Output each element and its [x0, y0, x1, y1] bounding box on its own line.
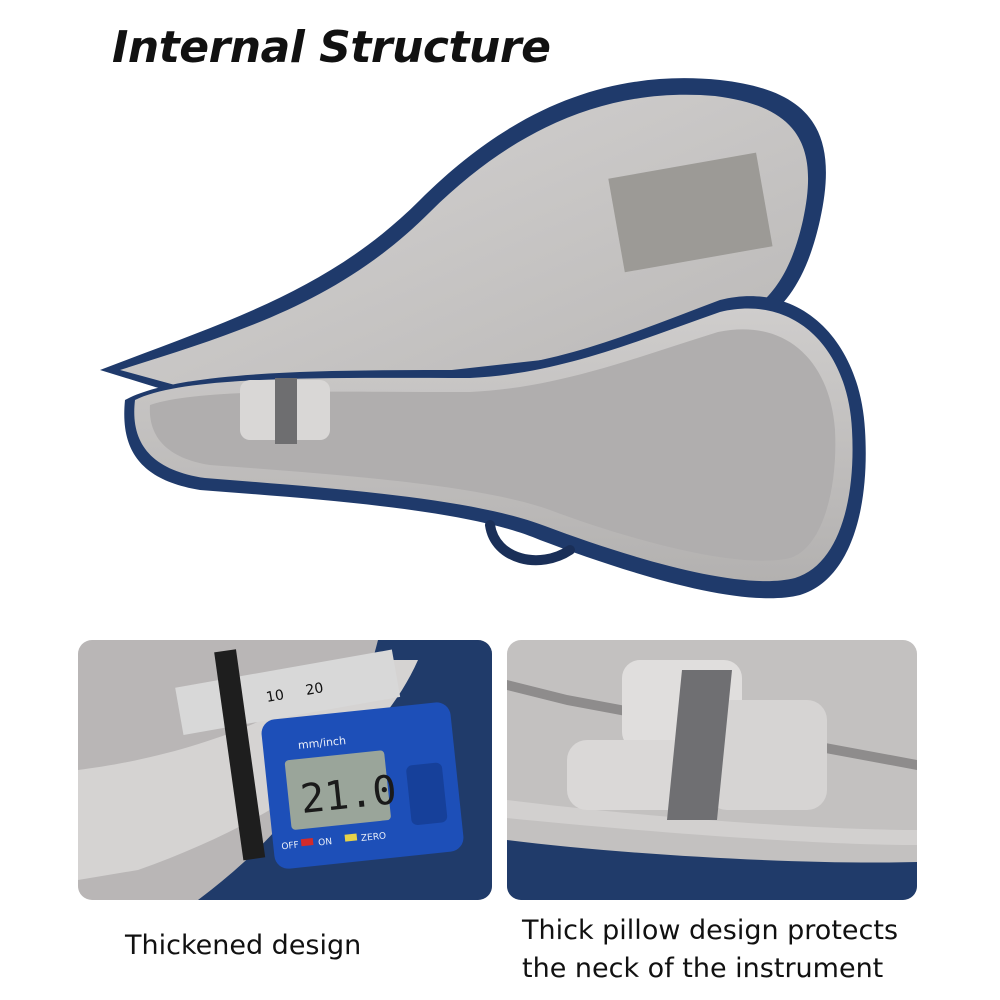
- gig-bag-photo: [0, 70, 1000, 630]
- caliper-body: 21.0 mm/inch OFF ON ZERO: [261, 702, 464, 869]
- caliper-unit-label: mm/inch: [297, 734, 346, 752]
- caliper-zero-label: ZERO: [361, 831, 387, 844]
- velcro-patch: [608, 152, 773, 273]
- caliper-on-label: ON: [318, 837, 333, 848]
- bag-lid-lining: [120, 94, 809, 401]
- neck-pillow-detail-photo: [507, 640, 917, 900]
- scale-tick-10: 10: [265, 687, 285, 706]
- pillow-strap: [275, 378, 297, 444]
- caption-pillow-line-2: the neck of the instrument: [522, 953, 884, 984]
- page-title: Internal Structure: [112, 22, 551, 73]
- caption-pillow-design: Thick pillow design protects the neck of…: [522, 912, 898, 988]
- caliper-on-button: [300, 838, 314, 847]
- bag-handle: [485, 520, 575, 566]
- scale-tick-20: 20: [304, 680, 324, 699]
- caption-pillow-line-1: Thick pillow design protects: [522, 915, 899, 946]
- caliper-reading: 21.0: [298, 767, 399, 823]
- caption-thickened-design: Thickened design: [125, 930, 362, 961]
- caliper-off-label: OFF: [281, 841, 299, 853]
- caliper-detail-photo: 0 10 20 21.0 mm/inch OFF ON ZERO: [78, 640, 492, 900]
- caliper-zero-button: [344, 833, 358, 842]
- bag-inner-floor: [149, 329, 836, 561]
